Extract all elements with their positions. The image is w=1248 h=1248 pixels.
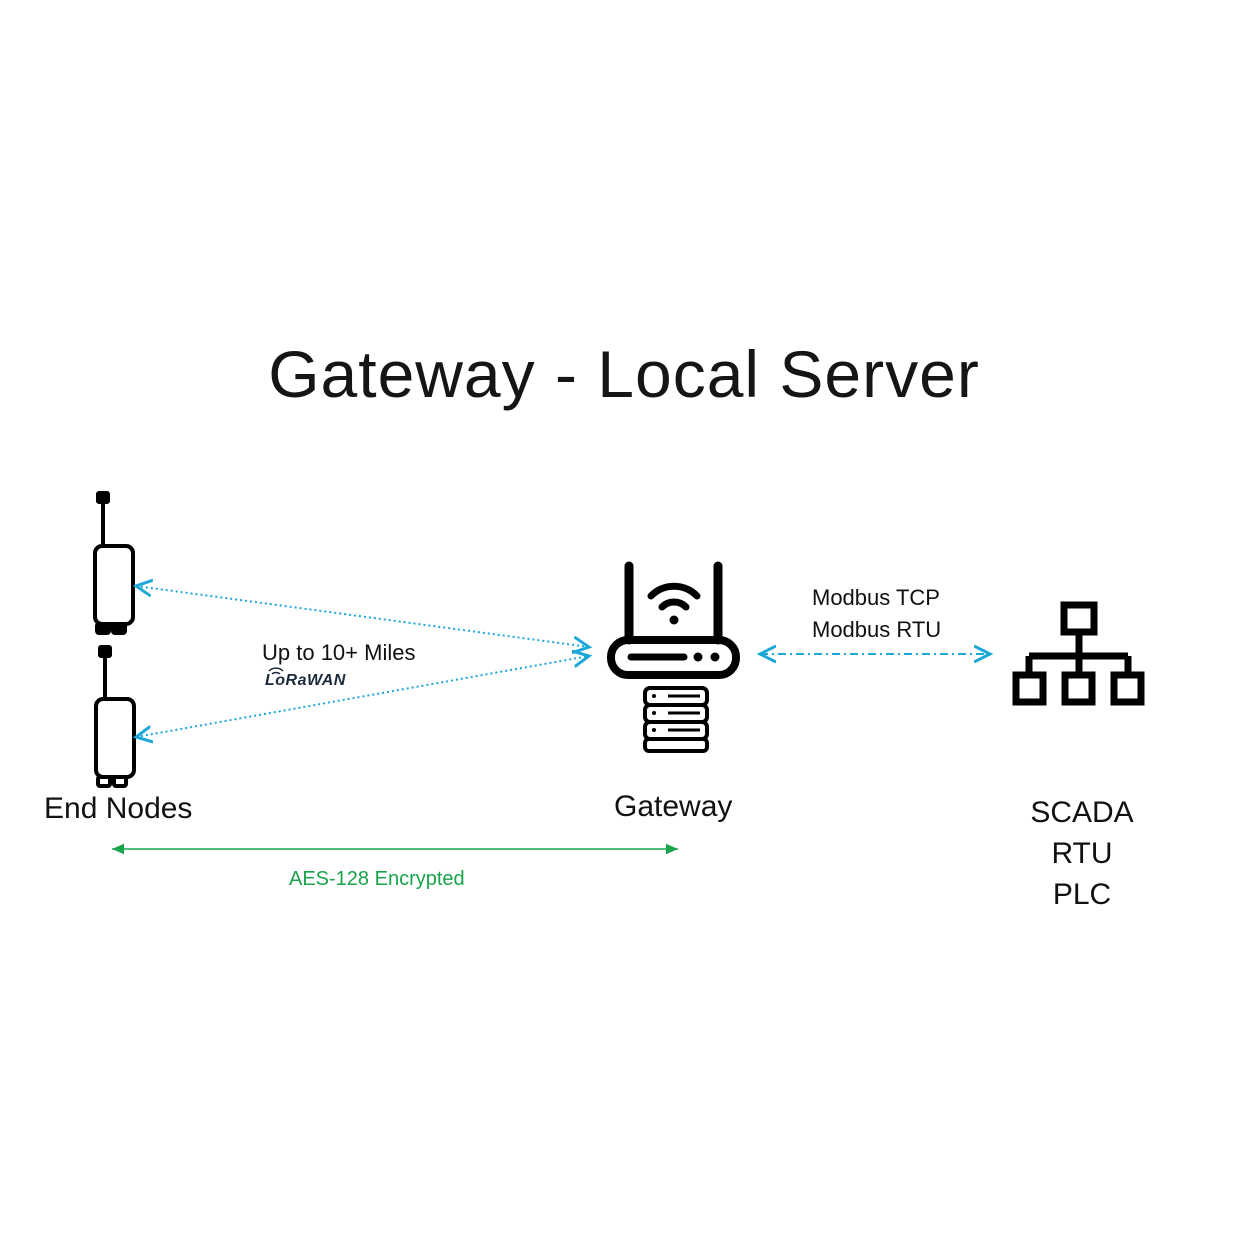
- end-node-bottom-icon: [94, 645, 136, 788]
- modbus-tcp-label: Modbus TCP: [812, 585, 940, 610]
- scada-label-group: SCADA RTU PLC: [1000, 792, 1164, 915]
- lorawan-logo-text: LoRaWAN: [265, 672, 346, 689]
- end-nodes-label: End Nodes: [44, 792, 193, 825]
- router-wifi-icon: [607, 561, 740, 679]
- rtu-label: RTU: [1051, 837, 1113, 870]
- lorawan-wave-icon: [268, 667, 284, 675]
- plc-label: PLC: [1052, 878, 1112, 911]
- network-hierarchy-icon: [1012, 601, 1145, 706]
- page-title: Gateway - Local Server: [268, 337, 980, 411]
- gateway-label: Gateway: [614, 790, 733, 823]
- lora-link-top: [136, 586, 589, 647]
- modbus-rtu-label: Modbus RTU: [812, 617, 942, 642]
- end-node-top-icon: [93, 491, 135, 635]
- lora-link-bottom: [136, 656, 589, 737]
- server-stack-icon: [643, 686, 709, 753]
- modbus-label-group: Modbus TCP Modbus RTU: [812, 582, 941, 646]
- encryption-label: AES-128 Encrypted: [289, 868, 465, 890]
- scada-label: SCADA: [1030, 796, 1134, 829]
- range-label: Up to 10+ Miles: [262, 640, 416, 665]
